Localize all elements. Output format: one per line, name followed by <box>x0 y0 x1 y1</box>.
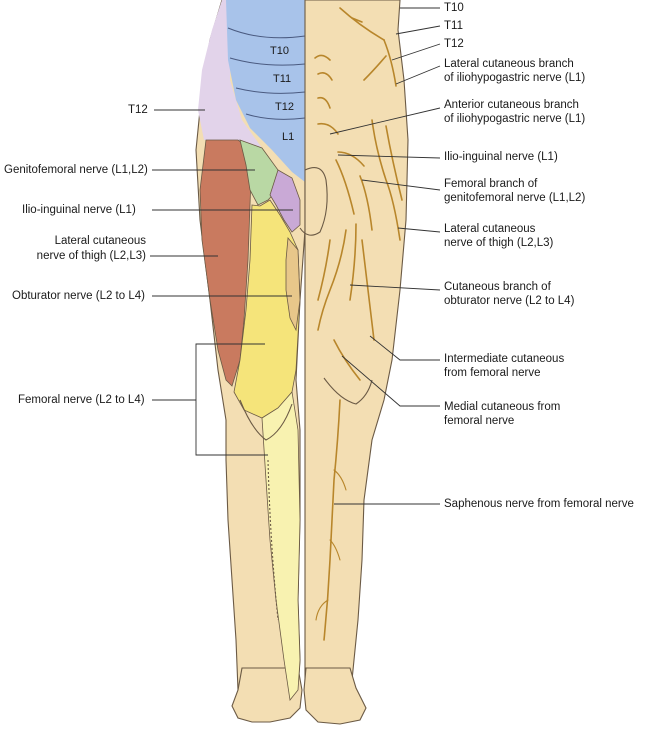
label-saphenous: Saphenous nerve from femoral nerve <box>444 498 634 510</box>
label-medial-line2: femoral nerve <box>444 415 515 427</box>
dermatome-label-l1: L1 <box>282 131 294 143</box>
label-lateral-cutaneous-line2: nerve of thigh (L2,L3) <box>36 250 146 262</box>
t11-band-line <box>229 57 306 66</box>
thoracic-blue-zone <box>226 0 305 182</box>
l1-band-line <box>245 113 306 120</box>
label-t11-right: T11 <box>444 20 463 32</box>
genital-outline <box>299 167 328 236</box>
label-t12-left: T12 <box>128 104 148 116</box>
label-t12-right: T12 <box>444 38 464 50</box>
genitofemoral-zone <box>239 139 283 206</box>
label-ilioinguinal-right: Ilio-inguinal nerve (L1) <box>444 151 558 163</box>
left-foot <box>231 667 303 723</box>
t12-band-line <box>235 87 306 94</box>
label-obturator: Obturator nerve (L2 to L4) <box>12 290 145 302</box>
right-leg-skin <box>304 0 409 713</box>
label-femoral-branch-line1: Femoral branch of <box>444 178 538 190</box>
label-cut-obturator-line2: obturator nerve (L2 to L4) <box>444 295 575 307</box>
label-t10-right: T10 <box>444 2 464 14</box>
dermatome-label-t10: T10 <box>270 45 289 57</box>
label-lat-iliohypogastric-line2: of iliohypogastric nerve (L1) <box>444 72 586 84</box>
label-lat-cut-thigh-line2: nerve of thigh (L2,L3) <box>444 237 554 249</box>
label-femoral-branch-line2: genitofemoral nerve (L1,L2) <box>444 192 586 204</box>
label-cut-obturator-line1: Cutaneous branch of <box>444 281 551 293</box>
dermatome-label-t11: T11 <box>273 73 291 85</box>
obturator-zone <box>285 237 301 332</box>
nerve-branches <box>314 7 403 641</box>
dermatome-label-t12: T12 <box>275 101 294 113</box>
label-genitofemoral: Genitofemoral nerve (L1,L2) <box>4 164 148 176</box>
label-ilioinguinal-left: Ilio-inguinal nerve (L1) <box>22 204 136 216</box>
right-foot <box>303 667 367 725</box>
label-lat-cut-thigh-line1: Lateral cutaneous <box>444 223 536 235</box>
label-medial-line1: Medial cutaneous from <box>444 401 561 413</box>
label-lateral-cutaneous-line1: Lateral cutaneous <box>54 235 146 247</box>
ilioinguinal-zone <box>269 169 301 233</box>
label-intermediate-line2: from femoral nerve <box>444 367 541 379</box>
label-intermediate-line1: Intermediate cutaneous <box>444 353 565 365</box>
t10-band-line <box>227 27 306 39</box>
label-lat-iliohypogastric-line1: Lateral cutaneous branch <box>444 58 574 70</box>
label-ant-iliohypogastric-line2: of iliohypogastric nerve (L1) <box>444 113 586 125</box>
left-shin-line <box>267 459 279 621</box>
right-knee-outline <box>323 377 373 405</box>
left-knee-outline <box>239 399 293 441</box>
right-leader-lines <box>329 7 441 505</box>
label-femoral: Femoral nerve (L2 to L4) <box>18 394 145 406</box>
t12-zone <box>198 0 262 155</box>
saphenous-zone <box>261 391 301 701</box>
label-ant-iliohypogastric-line1: Anterior cutaneous branch <box>444 99 579 111</box>
left-leader-lines <box>150 109 293 456</box>
